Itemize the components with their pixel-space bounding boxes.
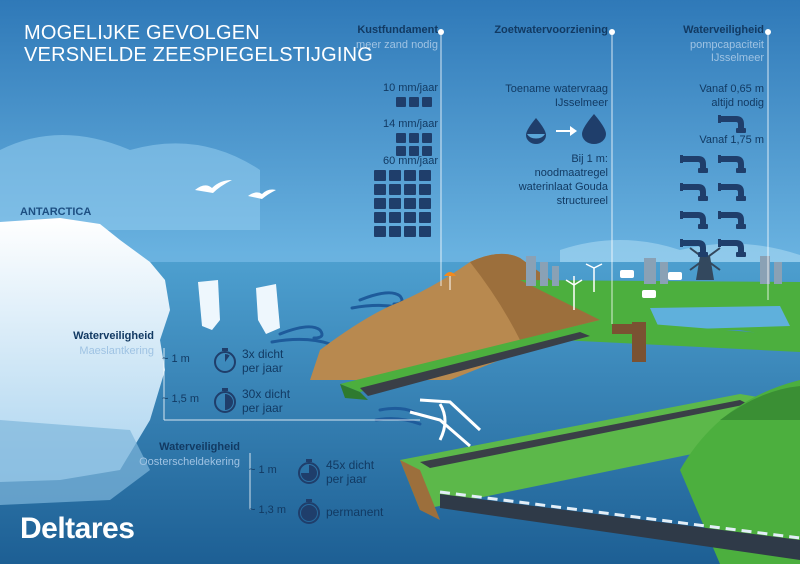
stopwatch-icon bbox=[298, 499, 320, 524]
stopwatch-icon bbox=[214, 348, 236, 373]
right-hill bbox=[680, 380, 800, 564]
ijsselmeer-heading: Waterveiligheid bbox=[683, 24, 764, 36]
stopwatch-icon-wrapper bbox=[296, 498, 322, 531]
closure-frequency-line1: permanent bbox=[326, 505, 384, 519]
bird-icon bbox=[248, 189, 276, 199]
ijsselmeer-subheading: pompcapaciteit IJsselmeer bbox=[690, 39, 764, 64]
pump-icon bbox=[680, 211, 708, 229]
middle-dike-side bbox=[340, 384, 368, 400]
iceberg-1 bbox=[198, 280, 220, 330]
lower-dike-slope bbox=[400, 460, 440, 520]
maeslantkering-barrier bbox=[409, 398, 482, 448]
pump-icon bbox=[680, 239, 708, 257]
closure-frequency-line2: per jaar bbox=[242, 361, 283, 375]
cow-icon bbox=[620, 270, 682, 298]
closure-frequency-label: permanent bbox=[326, 505, 383, 519]
antarctica-label: ANTARCTICA bbox=[20, 206, 92, 218]
stopwatch-icon-wrapper bbox=[212, 347, 238, 380]
oosterschelde-heading: Waterveiligheid bbox=[159, 441, 240, 453]
rate-label: 14 mm/jaar bbox=[382, 118, 438, 130]
kustfundament-subheading: meer zand nodig bbox=[356, 39, 438, 51]
zoetwater-text-demand: Toename watervraag IJsselmeer bbox=[505, 83, 608, 109]
stopwatch-icon bbox=[214, 388, 236, 413]
bird-icon bbox=[195, 180, 232, 193]
antarctic-ice-shelf bbox=[0, 218, 170, 482]
windmill-icon bbox=[565, 263, 603, 310]
stopwatch-icon-wrapper bbox=[296, 458, 322, 491]
water-level-label: ~ 1 m bbox=[249, 464, 277, 476]
closure-frequency-line2: per jaar bbox=[242, 401, 283, 415]
oosterschelde-subheading: Oosterscheldekering bbox=[139, 456, 240, 468]
pump-icon bbox=[718, 239, 746, 257]
pump-icon bbox=[680, 183, 708, 201]
middle-dike-road bbox=[360, 332, 590, 396]
closure-frequency-line1: 3x dicht bbox=[242, 347, 284, 361]
closure-frequency-line1: 30x dicht bbox=[242, 387, 291, 401]
kustfundament-heading: Kustfundament bbox=[357, 24, 438, 36]
pump-icon bbox=[718, 115, 746, 133]
clouds bbox=[0, 135, 260, 230]
water-level-label: ~ 1,5 m bbox=[162, 393, 199, 405]
sand-blocks-14 bbox=[396, 133, 432, 156]
rate-label: 10 mm/jaar bbox=[382, 82, 438, 94]
page-title: MOGELIJKE GEVOLGEN VERSNELDE ZEESPIEGELS… bbox=[24, 22, 374, 66]
lower-dike-road bbox=[420, 400, 748, 468]
closure-frequency-line2: per jaar bbox=[326, 472, 367, 486]
water-level-label: ~ 1 m bbox=[162, 353, 190, 365]
pump-icon bbox=[680, 155, 708, 173]
sand-blocks-60 bbox=[374, 170, 431, 237]
deltares-logo: Deltares bbox=[20, 512, 135, 545]
zoetwater-text-emergency: Bij 1 m: noodmaatregel waterinlaat Gouda… bbox=[518, 153, 608, 207]
sand-blocks-10 bbox=[396, 97, 432, 107]
lower-dike bbox=[400, 394, 800, 510]
ice-underwater bbox=[0, 420, 150, 505]
rate-label: 60 mm/jaar bbox=[382, 155, 438, 167]
closure-frequency-line1: 45x dicht bbox=[326, 458, 375, 472]
stopwatch-icon bbox=[298, 459, 320, 484]
beach-umbrella-icon bbox=[444, 272, 456, 276]
maeslantkering-subheading: Maeslantkering bbox=[79, 345, 154, 357]
maeslantkering-heading: Waterveiligheid bbox=[73, 330, 154, 342]
pump-icon bbox=[718, 155, 746, 173]
stopwatch-icon-wrapper bbox=[212, 387, 238, 420]
lake bbox=[650, 306, 790, 330]
town-silhouette bbox=[526, 256, 782, 286]
guide-dots bbox=[438, 29, 771, 35]
zoetwater-heading: Zoetwatervoorziening bbox=[494, 24, 608, 36]
oosterschelde-barrier bbox=[440, 494, 800, 560]
sluice-pipe bbox=[612, 324, 642, 334]
ijsselmeer-level-2: Vanaf 1,75 m bbox=[699, 134, 764, 146]
wind-swirl-icon bbox=[270, 291, 422, 426]
water-drop-increase-icon bbox=[526, 114, 606, 144]
middle-dike bbox=[340, 320, 800, 392]
pump-icon-group-level1 bbox=[718, 112, 748, 139]
pump-icon-group-level2 bbox=[680, 152, 752, 258]
pump-icon bbox=[718, 211, 746, 229]
water-level-label: ~ 1,3 m bbox=[249, 504, 286, 516]
sand-dune-shade bbox=[470, 253, 600, 340]
iceberg-2 bbox=[256, 284, 280, 334]
guide-lines bbox=[163, 32, 769, 510]
ijsselmeer-level-1: Vanaf 0,65 m altijd nodig bbox=[699, 83, 764, 109]
pump-icon bbox=[718, 183, 746, 201]
